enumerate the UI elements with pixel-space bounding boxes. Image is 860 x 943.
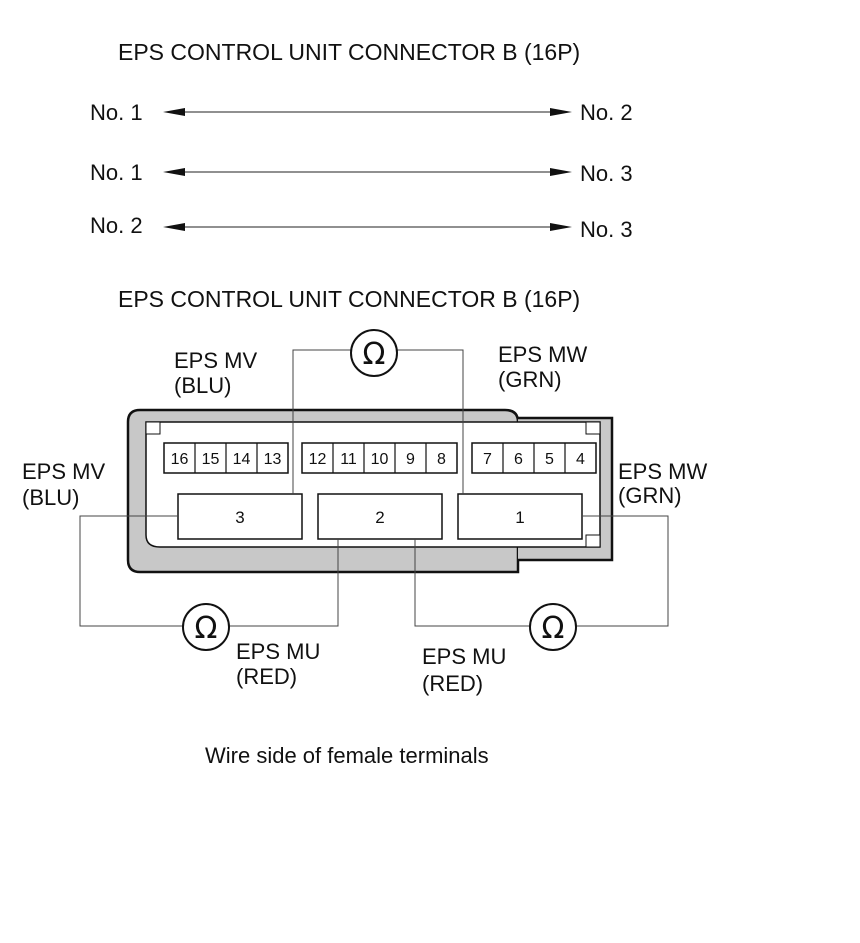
label-eps-mw-top: EPS MW bbox=[498, 342, 587, 367]
pin-group-right: 7 6 5 4 bbox=[471, 442, 597, 474]
terminal-1-label: 1 bbox=[515, 508, 524, 527]
pin-5: 5 bbox=[545, 451, 554, 468]
check-row-3: No. 2 No. 3 bbox=[90, 213, 633, 242]
pin-11: 11 bbox=[340, 451, 357, 468]
double-arrow-icon bbox=[163, 108, 572, 116]
ohmmeter-icon: Ω bbox=[529, 603, 577, 651]
svg-text:Ω: Ω bbox=[542, 611, 565, 646]
pin-15: 15 bbox=[202, 451, 220, 468]
terminal-3-label: 3 bbox=[235, 508, 244, 527]
connector-title: EPS CONTROL UNIT CONNECTOR B (16P) bbox=[118, 286, 580, 312]
label-eps-mv-left: EPS MV bbox=[22, 459, 105, 484]
terminal-2: 2 bbox=[317, 493, 443, 540]
pin-12: 12 bbox=[309, 451, 327, 468]
pin-8: 8 bbox=[437, 451, 446, 468]
check-2-from: No. 1 bbox=[90, 160, 143, 185]
probe-wires-top bbox=[292, 349, 464, 494]
pin-9: 9 bbox=[406, 451, 415, 468]
pin-14: 14 bbox=[233, 451, 251, 468]
label-eps-mw-right: EPS MW bbox=[618, 459, 707, 484]
top-title: EPS CONTROL UNIT CONNECTOR B (16P) bbox=[118, 39, 580, 65]
check-row-2: No. 1 No. 3 bbox=[90, 160, 633, 186]
check-2-to: No. 3 bbox=[580, 161, 633, 186]
label-eps-mu-b-color: (RED) bbox=[422, 671, 483, 696]
terminal-2-label: 2 bbox=[375, 508, 384, 527]
check-row-1: No. 1 No. 2 bbox=[90, 100, 633, 125]
label-eps-mu-b: EPS MU bbox=[422, 644, 506, 669]
ohmmeter-icon: Ω bbox=[350, 329, 398, 377]
connector-housing bbox=[126, 408, 614, 574]
label-eps-mw-top-color: (GRN) bbox=[498, 367, 562, 392]
label-eps-mu-a: EPS MU bbox=[236, 639, 320, 664]
svg-text:Ω: Ω bbox=[363, 337, 386, 372]
probe-wires-bottom-right bbox=[414, 515, 669, 627]
pin-6: 6 bbox=[514, 451, 523, 468]
pin-group-mid: 12 11 10 9 8 bbox=[301, 442, 458, 474]
double-arrow-icon bbox=[163, 168, 572, 176]
pin-7: 7 bbox=[483, 451, 492, 468]
probe-wires-bottom-left bbox=[79, 515, 339, 627]
terminal-1: 1 bbox=[457, 493, 583, 540]
label-eps-mv-top: EPS MV bbox=[174, 348, 257, 373]
caption: Wire side of female terminals bbox=[205, 743, 489, 768]
label-eps-mu-a-color: (RED) bbox=[236, 664, 297, 689]
ohmmeter-icon: Ω bbox=[182, 603, 230, 651]
pin-10: 10 bbox=[371, 451, 389, 468]
check-1-to: No. 2 bbox=[580, 100, 633, 125]
label-eps-mv-left-color: (BLU) bbox=[22, 485, 79, 510]
check-1-from: No. 1 bbox=[90, 100, 143, 125]
label-eps-mw-right-color: (GRN) bbox=[618, 483, 682, 508]
double-arrow-icon bbox=[163, 223, 572, 231]
check-3-to: No. 3 bbox=[580, 217, 633, 242]
pin-group-left: 16 15 14 13 bbox=[163, 442, 289, 474]
check-3-from: No. 2 bbox=[90, 213, 143, 238]
pin-4: 4 bbox=[576, 451, 585, 468]
label-eps-mv-top-color: (BLU) bbox=[174, 373, 231, 398]
pin-16: 16 bbox=[171, 451, 189, 468]
terminal-3: 3 bbox=[177, 493, 303, 540]
pin-13: 13 bbox=[264, 451, 282, 468]
svg-text:Ω: Ω bbox=[195, 611, 218, 646]
